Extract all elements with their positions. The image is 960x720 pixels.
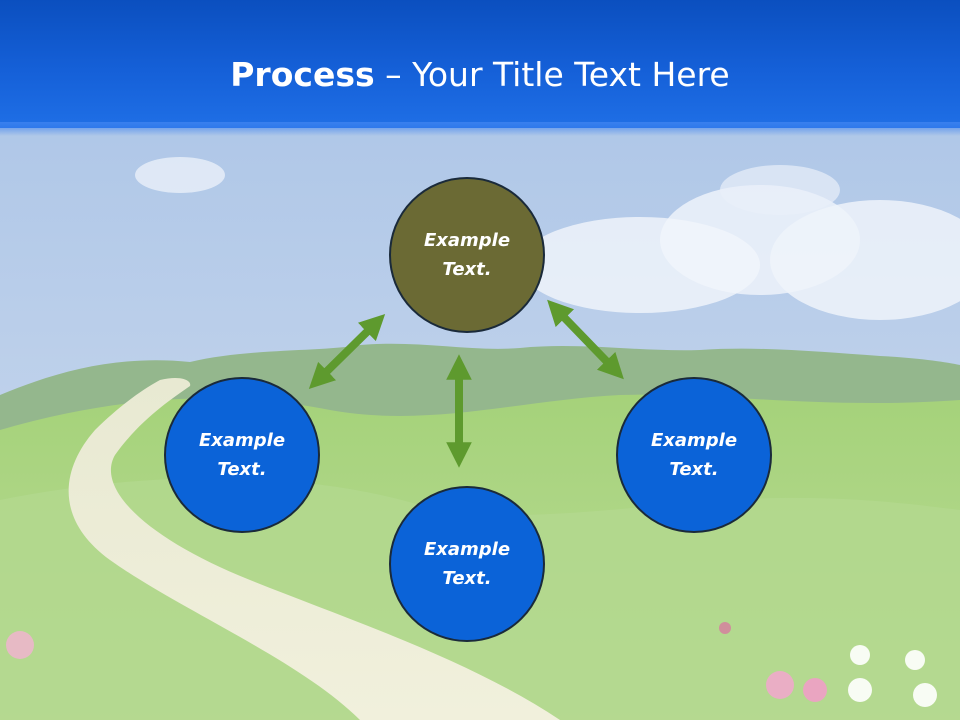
- process-node-left-label: Example Text.: [182, 426, 302, 484]
- node-bottom-line2: Text.: [442, 568, 492, 589]
- node-bottom-line1: Example: [423, 539, 511, 560]
- slide-title-rest: – Your Title Text Here: [374, 55, 730, 94]
- process-node-right-label: Example Text.: [634, 426, 754, 484]
- node-left-line1: Example: [198, 430, 286, 451]
- node-top-line1: Example: [423, 230, 511, 251]
- node-left-line2: Text.: [217, 459, 267, 480]
- node-right-line2: Text.: [669, 459, 719, 480]
- node-right-line1: Example: [650, 430, 738, 451]
- node-top-line2: Text.: [442, 259, 492, 280]
- slide-title-bold: Process: [230, 55, 375, 94]
- process-node-top-label: Example Text.: [407, 226, 527, 284]
- slide-title: Process – Your Title Text Here: [0, 50, 960, 100]
- title-bar: [0, 0, 960, 128]
- title-bar-fade: [0, 122, 960, 136]
- process-node-left: Example Text.: [164, 377, 320, 533]
- process-node-right: Example Text.: [616, 377, 772, 533]
- process-node-bottom-label: Example Text.: [407, 535, 527, 593]
- process-node-bottom: Example Text.: [389, 486, 545, 642]
- process-node-top: Example Text.: [389, 177, 545, 333]
